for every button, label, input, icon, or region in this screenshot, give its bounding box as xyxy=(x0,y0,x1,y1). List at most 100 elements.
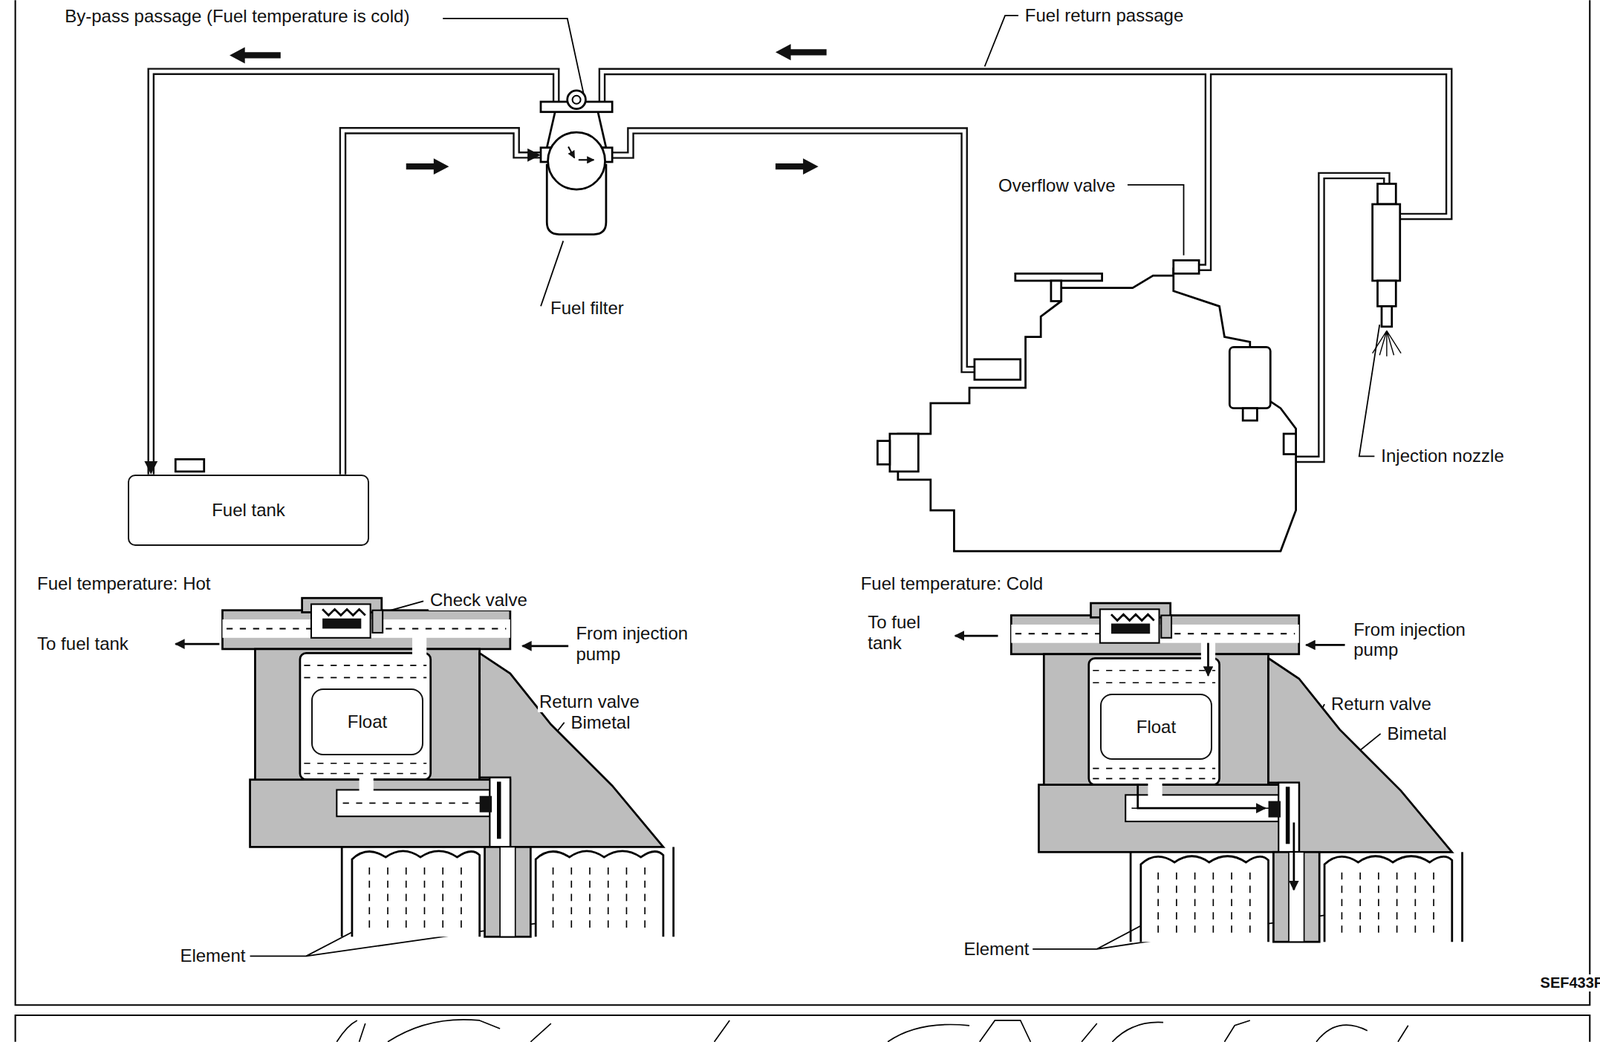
filter-section-hot xyxy=(607,867,610,934)
filter-section-hot xyxy=(496,781,501,839)
filter-outline xyxy=(540,90,613,235)
leader-lines xyxy=(540,240,564,307)
flow-label: To fuel tank xyxy=(866,612,949,653)
part-name: Bimetal xyxy=(1386,723,1449,745)
injection-nozzle xyxy=(1372,204,1401,281)
filter-section-hot xyxy=(352,851,480,937)
arrow-head xyxy=(150,71,556,475)
filter-section-hot xyxy=(343,802,486,805)
figure-code: SEF433F xyxy=(1539,974,1600,992)
injection-nozzle xyxy=(1381,306,1393,327)
fuel-line-wall xyxy=(342,130,541,475)
small-arrows xyxy=(522,644,569,647)
injection-pump xyxy=(974,359,1021,380)
small-arrows xyxy=(1305,644,1345,647)
fuel-line-bore xyxy=(150,71,556,475)
passage-label: Fuel return passage xyxy=(1023,5,1185,26)
fuel-tank-box: Fuel tank xyxy=(127,474,370,546)
filter-section-hot xyxy=(303,773,427,775)
filter-section-hot xyxy=(300,652,431,780)
filter-section-hot xyxy=(359,775,374,795)
filter-section-hot xyxy=(303,762,427,765)
leader-lines xyxy=(1127,184,1185,256)
float-box: Float xyxy=(311,688,424,755)
filter-section-hot xyxy=(589,867,591,934)
leader-lines xyxy=(442,18,584,95)
part-name: Float xyxy=(347,711,388,733)
filter-section-hot xyxy=(250,779,511,848)
condition-heading: Fuel temperature: Hot xyxy=(35,573,212,595)
part-name: Float xyxy=(1136,716,1176,738)
injection-pump xyxy=(1242,408,1257,421)
fuel-filter-body: Fuel filter xyxy=(540,101,613,237)
filter-section-hot xyxy=(552,867,555,934)
filter-section-hot xyxy=(368,867,370,934)
part-name: Check valve xyxy=(428,589,529,611)
frame xyxy=(336,1019,1408,1042)
filter-section-hot xyxy=(340,846,344,937)
leader-lines xyxy=(1359,324,1380,457)
frame xyxy=(15,0,1591,1006)
filter-section-hot xyxy=(672,846,675,937)
injection-pump xyxy=(898,267,1297,552)
injection-nozzle xyxy=(1372,183,1401,356)
condition-heading: Fuel temperature: Cold xyxy=(859,573,1045,595)
injection-pump xyxy=(1173,260,1199,275)
injection-pump xyxy=(1015,273,1103,281)
arrow-head xyxy=(342,130,541,475)
frame xyxy=(15,0,1591,1042)
cold-flow-arrows xyxy=(1207,643,1210,676)
passage-label: By-pass passage (Fuel temperature is col… xyxy=(63,5,411,27)
filter-section-hot xyxy=(412,636,427,657)
tank-name: Fuel tank xyxy=(211,499,286,521)
injection-pump xyxy=(889,433,919,472)
fuel-line xyxy=(342,130,541,475)
injection-pump xyxy=(1283,433,1296,454)
filter-section-hot xyxy=(570,867,572,934)
filter-outline xyxy=(540,101,613,237)
flow-arrows xyxy=(229,46,281,64)
filter-section-hot xyxy=(424,867,426,934)
filter-section-hot xyxy=(479,796,492,813)
flow-arrows xyxy=(406,158,450,175)
fuel-tank-cap xyxy=(175,459,204,471)
part-name: Return valve xyxy=(537,691,642,713)
flow-arrows xyxy=(775,43,827,61)
filter-section-hot xyxy=(303,665,427,775)
part-name: Fuel filter xyxy=(548,297,626,319)
filter-section-hot xyxy=(322,609,366,616)
filter-section-hot xyxy=(322,618,362,630)
fuel-tank-cap xyxy=(175,459,204,471)
part-name: Element xyxy=(178,945,247,967)
injection-pump xyxy=(877,260,1296,552)
flow-label: From injection pump xyxy=(574,623,720,665)
flow-arrows xyxy=(775,158,819,175)
filter-section-hot xyxy=(254,649,480,786)
filter-section-hot xyxy=(405,867,408,934)
injection-nozzle xyxy=(1377,280,1397,307)
filter-section-hot xyxy=(485,846,532,937)
leader-lines xyxy=(984,15,1019,67)
filter-section-hot xyxy=(311,603,371,638)
injection-nozzle xyxy=(1377,183,1397,204)
fuel-line xyxy=(150,71,556,475)
part-name: Overflow valve xyxy=(996,175,1117,197)
filter-section-hot xyxy=(372,610,383,633)
part-name: Injection nozzle xyxy=(1379,445,1505,467)
filter-section-hot xyxy=(303,664,427,667)
injection-pump xyxy=(877,441,890,465)
part-name: Element xyxy=(961,938,1031,960)
flow-label: To fuel tank xyxy=(35,633,130,655)
filter-section-hot xyxy=(460,867,463,934)
filter-section-hot xyxy=(387,867,389,934)
cold-flow-arrows xyxy=(1137,643,1294,890)
filter-section-hot xyxy=(535,851,664,937)
injection-pump xyxy=(1229,346,1271,408)
filter-section-hot xyxy=(626,867,628,934)
small-arrows xyxy=(175,643,220,646)
filter-section-hot xyxy=(303,677,427,679)
flow-label: From injection pump xyxy=(1351,619,1498,661)
part-name: Bimetal xyxy=(569,712,633,734)
filter-section-hot xyxy=(489,777,510,852)
